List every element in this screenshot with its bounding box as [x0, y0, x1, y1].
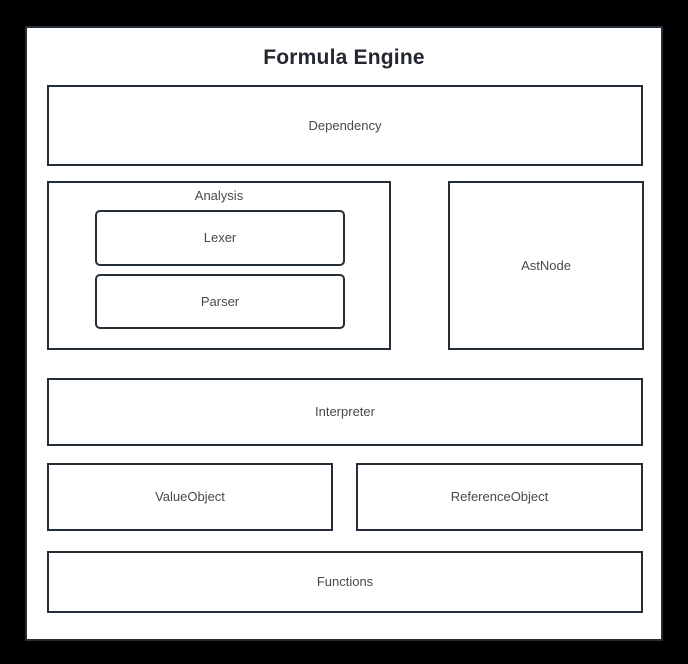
- node-referenceobject[interactable]: ReferenceObject: [356, 463, 643, 531]
- node-functions[interactable]: Functions: [47, 551, 643, 613]
- node-valueobject-label: ValueObject: [155, 489, 225, 505]
- node-interpreter-label: Interpreter: [315, 404, 375, 420]
- group-analysis[interactable]: Analysis Lexer Parser: [47, 181, 391, 350]
- page-title: Formula Engine: [263, 46, 425, 69]
- node-valueobject[interactable]: ValueObject: [47, 463, 333, 531]
- node-dependency-label: Dependency: [308, 117, 382, 133]
- node-astnode-label: AstNode: [521, 257, 571, 273]
- node-parser[interactable]: Parser: [95, 274, 345, 329]
- node-dependency[interactable]: Dependency: [47, 85, 643, 166]
- node-referenceobject-label: ReferenceObject: [450, 489, 549, 505]
- formula-engine-diagram-panel: Formula Engine Dependency Analysis Lexer…: [25, 26, 663, 641]
- node-interpreter[interactable]: Interpreter: [47, 378, 643, 446]
- node-astnode[interactable]: AstNode: [448, 181, 644, 350]
- node-functions-label: Functions: [316, 574, 374, 590]
- node-parser-label: Parser: [200, 293, 240, 309]
- node-lexer-label: Lexer: [203, 230, 237, 246]
- group-analysis-label: Analysis: [194, 188, 244, 203]
- node-lexer[interactable]: Lexer: [95, 210, 345, 266]
